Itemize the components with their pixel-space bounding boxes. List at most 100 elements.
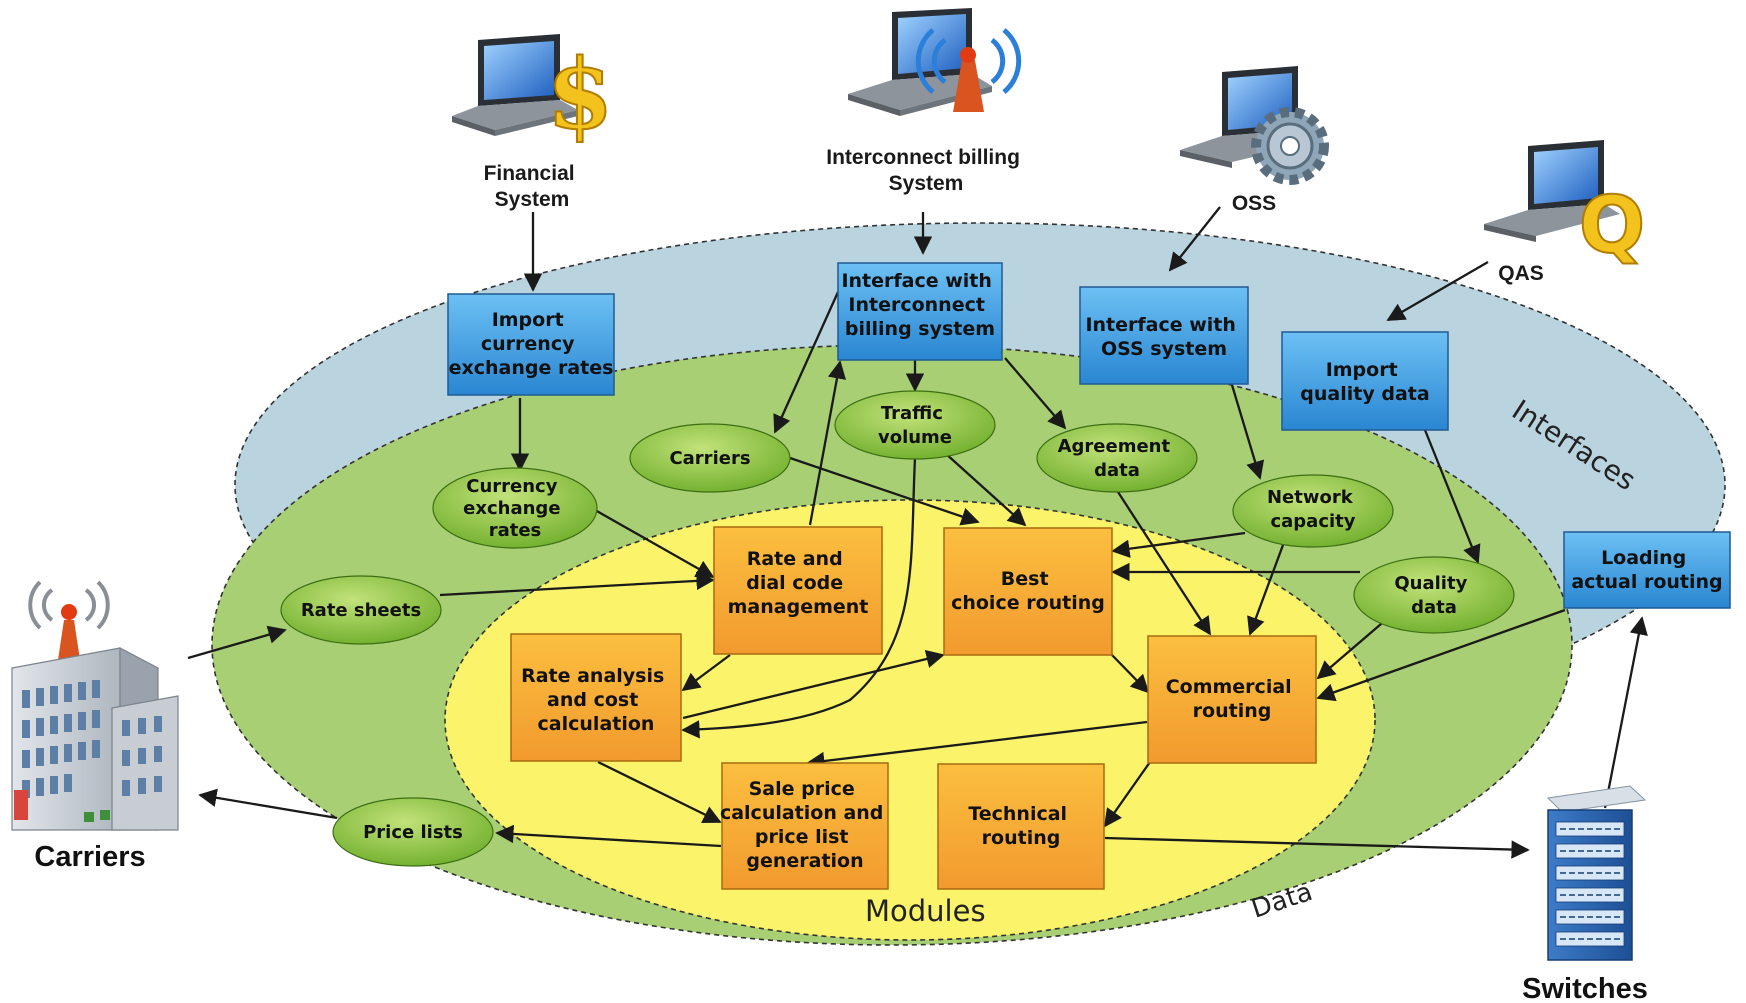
best-choice-line-2: choice routing bbox=[951, 592, 1105, 614]
currency-line-2: exchange bbox=[463, 498, 560, 519]
financial-label-line-1: Financial bbox=[484, 162, 575, 185]
arrow-best-choice-to-commercial bbox=[1111, 654, 1150, 694]
svg-text:Traffic volume: Traffic volume bbox=[878, 403, 952, 448]
arrow-billing-interface-to-carriers bbox=[773, 291, 840, 434]
arrow-billing-interface-to-agreement bbox=[1004, 357, 1067, 430]
financial-system-label: Financial System bbox=[484, 162, 581, 211]
data-quality: Quality data bbox=[1353, 556, 1515, 634]
svg-text:Rate sheets: Rate sheets bbox=[301, 600, 421, 621]
svg-text:Q: Q bbox=[1579, 181, 1645, 271]
svg-text:Commercial routing: Commercial routing bbox=[1166, 676, 1299, 722]
module-best-choice: Best choice routing bbox=[943, 527, 1113, 656]
interface-billing: Interface with Interconnect billing syst… bbox=[837, 262, 1003, 361]
svg-text:Technical routing: Technical routing bbox=[968, 803, 1073, 849]
switches-label: Switches bbox=[1522, 973, 1648, 1003]
sale-price-line-4: generation bbox=[746, 850, 863, 872]
svg-text:Import currency ex: Import currency exchange rates bbox=[449, 309, 614, 379]
svg-text:Network capacity: Network capacity bbox=[1267, 487, 1359, 532]
agreement-line-1: Agreement bbox=[1058, 436, 1171, 457]
quality-line-1: Quality bbox=[1394, 573, 1467, 594]
arrow-network-to-commercial bbox=[1247, 544, 1285, 636]
rate-dial-line-2: dial code bbox=[746, 572, 843, 594]
technical-line-2: routing bbox=[982, 827, 1061, 849]
carriers-label: Carriers bbox=[34, 841, 145, 873]
interface-import-quality: Import quality data bbox=[1281, 331, 1449, 431]
arrow-quality-to-commercial bbox=[1316, 617, 1389, 680]
rate-dial-line-1: Rate and bbox=[747, 548, 843, 570]
modules-zone-label: Modules bbox=[865, 894, 986, 928]
import-quality-line-1: Import bbox=[1326, 359, 1398, 381]
connector-arrows bbox=[187, 206, 1648, 859]
module-rate-analysis: Rate analysis and cost calculation bbox=[510, 633, 682, 762]
arrow-loading-routing-from-commercial bbox=[1316, 608, 1566, 702]
traffic-line-2: volume bbox=[878, 427, 952, 448]
data-currency: Currency exchange rates bbox=[432, 467, 598, 549]
module-rate-dial: Rate and dial code management bbox=[713, 526, 883, 655]
commercial-line-2: routing bbox=[1193, 700, 1272, 722]
sale-price-line-2: calculation and bbox=[720, 802, 883, 824]
svg-text:Sale price calculation a: Sale price calculation and price list ge… bbox=[720, 778, 890, 872]
interface-loading-routing: Loading actual routing bbox=[1563, 531, 1731, 609]
loading-routing-line-1: Loading bbox=[1601, 547, 1686, 569]
module-sale-price: Sale price calculation and price list ge… bbox=[720, 762, 890, 890]
svg-text:Currency exchange: Currency exchange rates bbox=[463, 476, 567, 541]
financial-label-line-2: System bbox=[495, 188, 570, 211]
arrow-switches-to-loading-routing bbox=[1603, 616, 1648, 809]
oss-interface-line-1: Interface with bbox=[1085, 314, 1235, 336]
svg-text:Loading actual routing: Loading actual routing bbox=[1571, 547, 1722, 593]
svg-text:Best choice routing: Best choice routing bbox=[951, 568, 1105, 614]
billing-label-line-1: Interconnect billing bbox=[826, 146, 1020, 169]
arrow-carriers-to-rate-sheets bbox=[187, 625, 287, 660]
data-traffic: Traffic volume bbox=[834, 390, 996, 460]
svg-text:Rate analysis and cost: Rate analysis and cost calculation bbox=[521, 665, 671, 735]
arrow-rate-dial-to-rate-analysis bbox=[681, 654, 731, 692]
module-commercial: Commercial routing bbox=[1147, 635, 1317, 764]
import-currency-line-3: exchange rates bbox=[449, 357, 614, 379]
svg-text:Price lists: Price lists bbox=[363, 822, 463, 843]
arrow-import-quality-to-quality bbox=[1423, 429, 1481, 564]
network-line-2: capacity bbox=[1270, 511, 1355, 532]
interface-oss: Interface with OSS system bbox=[1079, 286, 1249, 385]
arrow-network-to-best-choice bbox=[1111, 531, 1246, 558]
svg-text:Quality data: Quality data bbox=[1394, 573, 1473, 618]
arrow-qas-to-import-quality bbox=[1386, 261, 1489, 321]
arrow-commercial-to-technical bbox=[1103, 761, 1151, 828]
module-technical: Technical routing bbox=[937, 763, 1105, 890]
arrow-rate-dial-to-billing-interface bbox=[808, 360, 847, 526]
billing-interface-line-3: billing system bbox=[845, 318, 995, 340]
import-quality-line-2: quality data bbox=[1300, 383, 1429, 405]
laptop-dollar-icon: $ bbox=[452, 34, 614, 152]
sale-price-line-3: price list bbox=[755, 826, 849, 848]
arrow-currency-to-rate-dial bbox=[594, 508, 715, 579]
technical-line-1: Technical bbox=[968, 803, 1067, 825]
data-price-lists: Price lists bbox=[332, 797, 494, 867]
server-rack-icon bbox=[1546, 785, 1647, 961]
billing-interface-line-1: Interface with bbox=[841, 270, 991, 292]
rate-analysis-line-3: calculation bbox=[538, 713, 655, 735]
carriers-data-line-1: Carriers bbox=[669, 448, 750, 469]
arrow-rate-analysis-to-best-choice bbox=[682, 649, 945, 720]
currency-line-3: rates bbox=[489, 520, 542, 541]
commercial-line-1: Commercial bbox=[1166, 676, 1292, 698]
laptop-antenna-icon bbox=[848, 8, 1022, 116]
data-network: Network capacity bbox=[1232, 474, 1394, 548]
interface-import-currency: Import currency exchange rates bbox=[447, 293, 615, 396]
quality-line-2: data bbox=[1411, 597, 1457, 618]
data-agreement: Agreement data bbox=[1036, 423, 1198, 493]
arrow-commercial-to-sale-price bbox=[806, 720, 1148, 771]
svg-text:Agreement data: Agreement data bbox=[1058, 436, 1177, 481]
sale-price-line-1: Sale price bbox=[749, 778, 855, 800]
data-rate-sheets: Rate sheets bbox=[280, 575, 442, 645]
rate-analysis-line-1: Rate analysis bbox=[521, 665, 664, 687]
arrow-price-lists-to-carriers bbox=[198, 788, 338, 820]
network-line-1: Network bbox=[1267, 487, 1354, 508]
price-lists-line-1: Price lists bbox=[363, 822, 463, 843]
svg-text:$: $ bbox=[547, 38, 614, 151]
import-currency-line-2: currency bbox=[481, 333, 575, 355]
currency-line-1: Currency bbox=[466, 476, 557, 497]
svg-text:Interface with OSS syste: Interface with OSS system bbox=[1085, 314, 1242, 360]
billing-interface-line-2: Interconnect bbox=[848, 294, 985, 316]
oss-label-line-1: OSS bbox=[1232, 192, 1276, 215]
arrow-carriers-data-to-best-choice bbox=[789, 456, 980, 526]
